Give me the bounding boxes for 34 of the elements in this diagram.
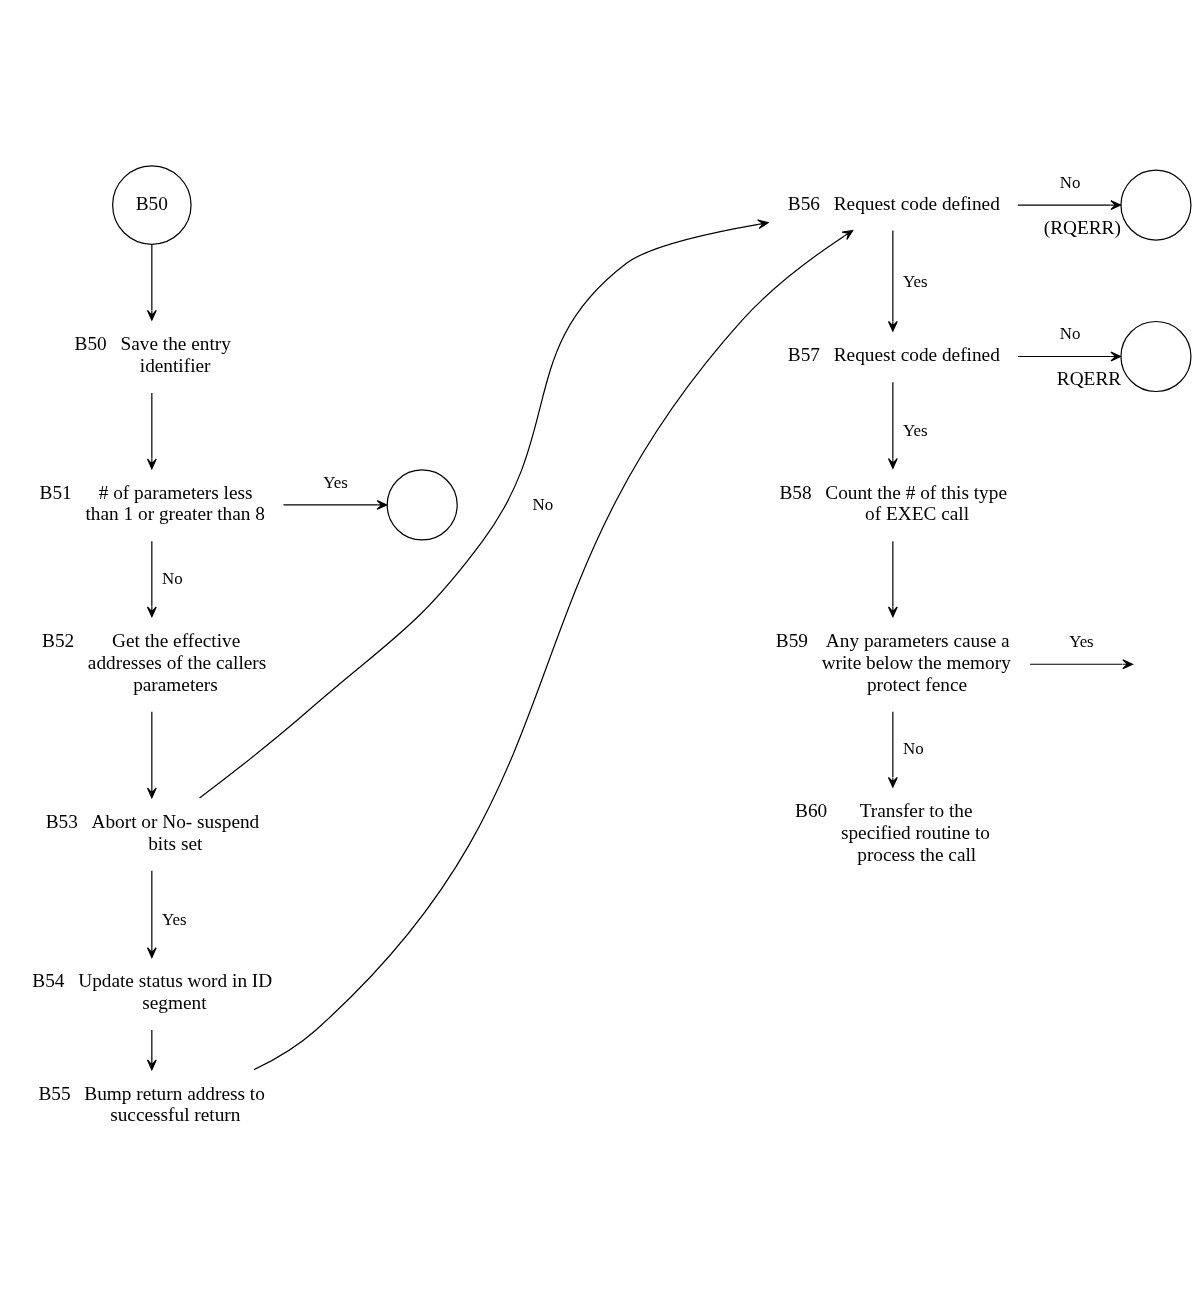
node-label: (RQERR) <box>1043 216 1121 238</box>
node-label: B52 <box>42 629 75 651</box>
node-label: B53 <box>45 810 78 832</box>
node-label: B55 <box>38 1082 71 1104</box>
node-label: B58 <box>779 481 812 503</box>
node-text: # of parameters less than 1 or greater than 8 <box>85 481 265 524</box>
edge-label: No <box>1059 323 1081 343</box>
node-text: Update status word in ID segment <box>78 969 273 1013</box>
node-text: Request code defined <box>833 343 1000 365</box>
edge-label: Yes <box>162 909 187 929</box>
node-label: RQERR <box>1056 367 1122 389</box>
node-label: B51 <box>39 481 72 503</box>
edge-label: No <box>903 738 924 758</box>
edge-label: No <box>1059 172 1081 192</box>
node-label: B59 <box>775 629 808 651</box>
node-text: Bump return address to successful return <box>84 1082 265 1125</box>
node-text: Abort or No- suspend bits set <box>91 810 260 854</box>
edge-label: No <box>532 494 554 514</box>
node-text: Any parameters cause a write below the memory protect fence <box>821 629 1011 695</box>
node-text: Transfer to the specified routine to process the call <box>840 799 990 865</box>
node-label: B60 <box>795 799 828 821</box>
node-text: Save the entry identifier <box>120 332 231 376</box>
edge-label: Yes <box>903 420 928 440</box>
node-text: Get the effective addresses of the callers parameters <box>87 629 267 695</box>
edge-label: Yes <box>323 472 348 492</box>
edge-label: No <box>162 568 183 588</box>
node-text: Count the # of this type of EXEC call <box>825 481 1007 524</box>
node-label: B54 <box>32 969 65 991</box>
node-text: Request code defined <box>833 192 1000 214</box>
edge-label: Yes <box>1069 631 1094 651</box>
node-label: B56 <box>787 192 821 214</box>
edge-label: Yes <box>903 271 928 291</box>
node-label: B57 <box>787 343 821 365</box>
node-label: B50 <box>74 332 107 354</box>
